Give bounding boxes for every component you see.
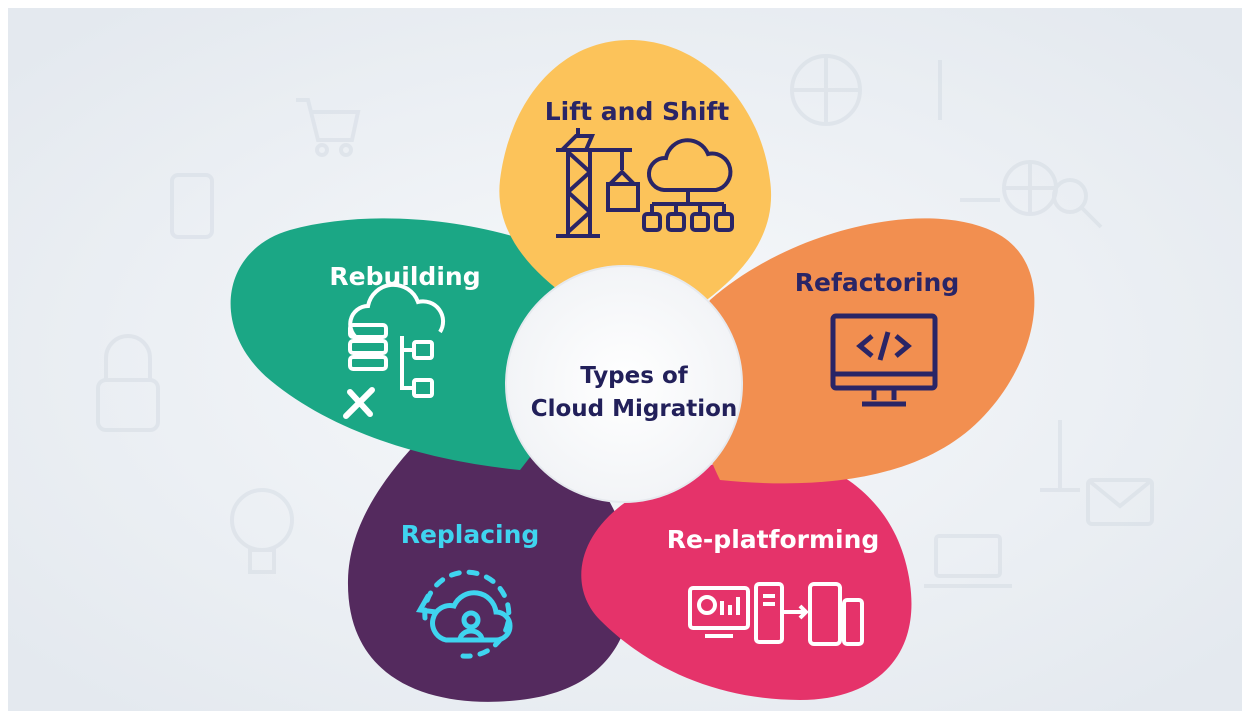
tablet-icon — [170, 173, 214, 239]
petal-lift-and-shift-shape — [499, 40, 772, 340]
cloud-server-tools-icon — [343, 282, 446, 419]
bulb-icon — [230, 488, 294, 574]
center-circle — [506, 266, 742, 502]
mail-icon — [1086, 478, 1154, 526]
cart-icon — [296, 98, 361, 157]
petal-label-re-platforming: Re-platforming — [667, 525, 880, 554]
petal-label-lift-and-shift: Lift and Shift — [545, 97, 730, 126]
code-monitor-icon — [830, 313, 938, 407]
crane-cloud-network-icon — [556, 128, 734, 238]
circuit-lines — [938, 60, 1080, 492]
petal-lift-and-shift[interactable]: Lift and Shift — [499, 40, 772, 340]
petal-label-replacing: Replacing — [401, 520, 540, 549]
background-decorations — [96, 54, 1154, 588]
laptop-icon — [924, 534, 1012, 588]
cloud-user-refresh-icon — [415, 569, 513, 659]
globe-search-icon — [1002, 160, 1103, 229]
petal-refactoring[interactable]: Refactoring — [691, 218, 1035, 484]
globe-icon — [790, 54, 862, 126]
center-hub: Types of Cloud Migration — [505, 265, 743, 503]
petal-re-platforming-shape — [581, 454, 912, 700]
petal-re-platforming[interactable]: Re-platforming — [581, 454, 912, 700]
devices-transfer-icon — [688, 582, 864, 646]
center-title-line1: Types of — [580, 363, 689, 389]
center-title-line2: Cloud Migration — [531, 396, 738, 422]
lock-icon — [96, 334, 160, 432]
petal-label-refactoring: Refactoring — [795, 268, 960, 297]
center-circle-outline — [505, 265, 743, 503]
